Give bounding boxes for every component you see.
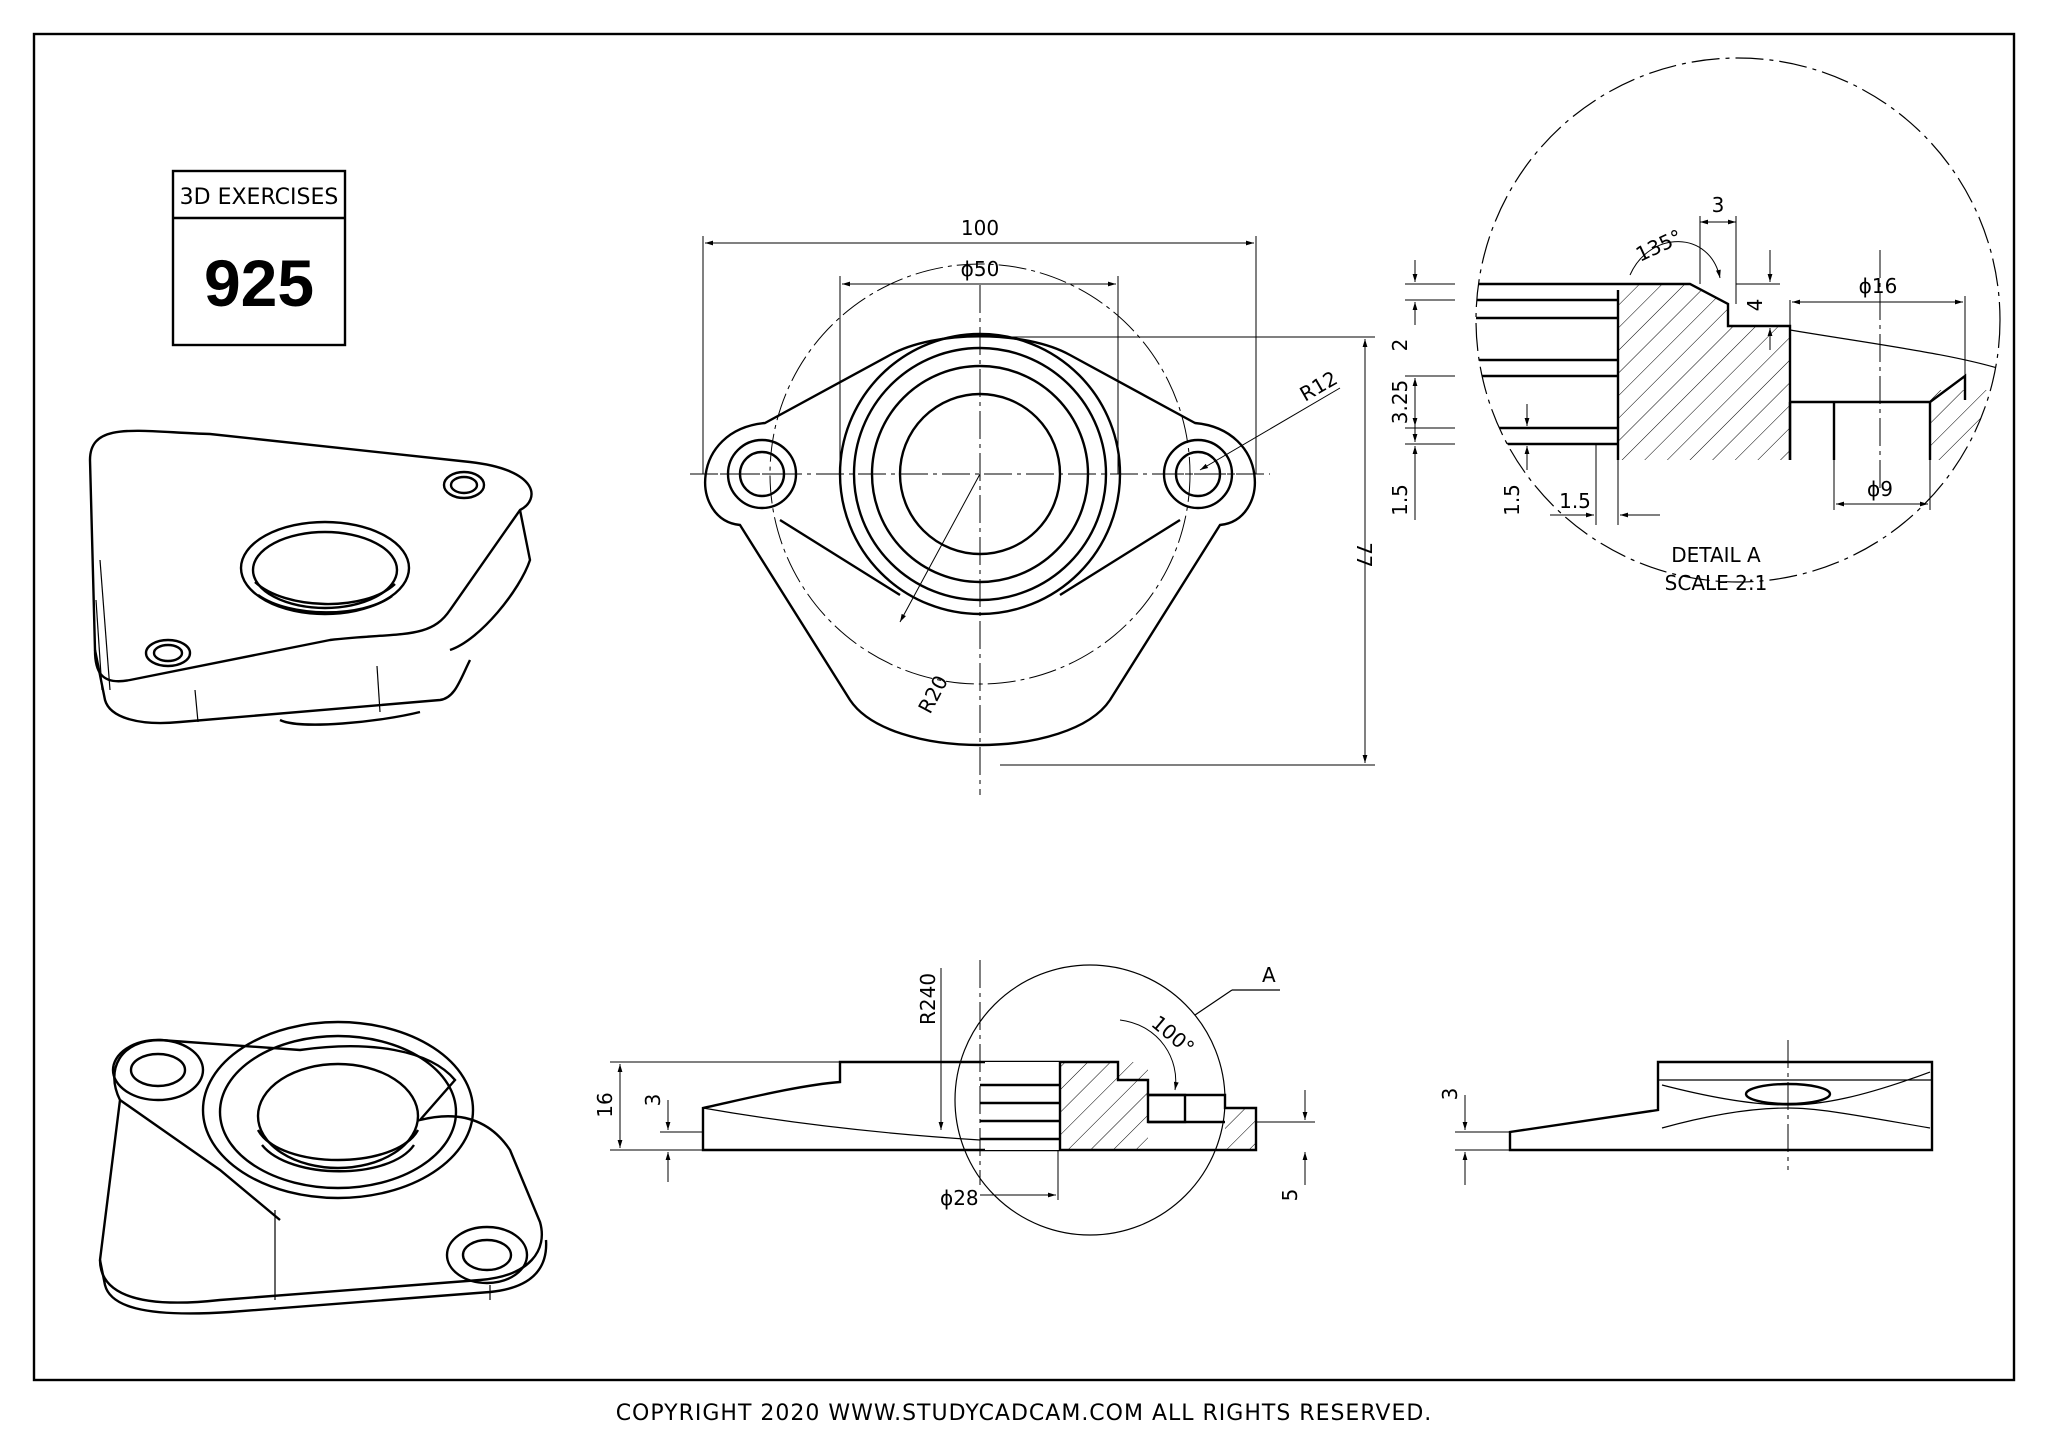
detail-a: DETAIL A SCALE 2:1 135° 3 4 ϕ16 2 3.25 <box>1388 57 2001 595</box>
dim-3-side: 3 <box>1438 1088 1462 1101</box>
detail-dim-325: 3.25 <box>1388 380 1412 425</box>
callout-a: A <box>1262 963 1276 987</box>
dim-angle-100: 100° <box>1147 1010 1199 1059</box>
detail-dim-dia-9: ϕ9 <box>1867 477 1893 501</box>
dim-5: 5 <box>1278 1189 1302 1202</box>
detail-dim-dia-16: ϕ16 <box>1859 274 1898 298</box>
detail-boundary <box>1475 57 2001 583</box>
badge-number: 925 <box>204 246 314 320</box>
copyright-footer: COPYRIGHT 2020 WWW.STUDYCADCAM.COM ALL R… <box>616 1401 1433 1426</box>
detail-dim-15-left: 1.5 <box>1388 484 1412 516</box>
dim-16: 16 <box>593 1092 617 1117</box>
isometric-view-bottom <box>98 1020 548 1315</box>
detail-dim-2: 2 <box>1388 339 1412 352</box>
detail-title: DETAIL A <box>1671 543 1761 567</box>
detail-dim-3: 3 <box>1712 193 1725 217</box>
front-section-hatch <box>1058 1062 1148 1150</box>
dim-width-100: 100 <box>961 216 999 240</box>
dim-r240: R240 <box>916 973 940 1025</box>
front-view: A 100° R240 16 3 ϕ28 5 <box>593 960 1315 1236</box>
badge-label: 3D EXERCISES <box>180 185 339 210</box>
sheet-border <box>32 32 2016 1382</box>
exercise-badge: 3D EXERCISES 925 <box>171 169 347 347</box>
dim-dia-50: ϕ50 <box>961 257 1000 281</box>
side-view: 3 <box>1438 1040 1934 1185</box>
detail-dim-15-mid: 1.5 <box>1500 484 1524 516</box>
dim-r20: R20 <box>913 671 953 717</box>
detail-scale: SCALE 2:1 <box>1665 571 1768 595</box>
top-view: 100 ϕ50 R12 R20 77 <box>690 216 1376 795</box>
detail-dim-4: 4 <box>1743 299 1767 312</box>
detail-angle-135: 135° <box>1632 224 1686 266</box>
detail-dim-15-bottom: 1.5 <box>1559 489 1591 513</box>
dim-3-front: 3 <box>641 1094 665 1107</box>
dim-dia-28: ϕ28 <box>940 1186 979 1210</box>
dim-77: 77 <box>1352 542 1376 567</box>
isometric-view-top <box>88 429 533 726</box>
